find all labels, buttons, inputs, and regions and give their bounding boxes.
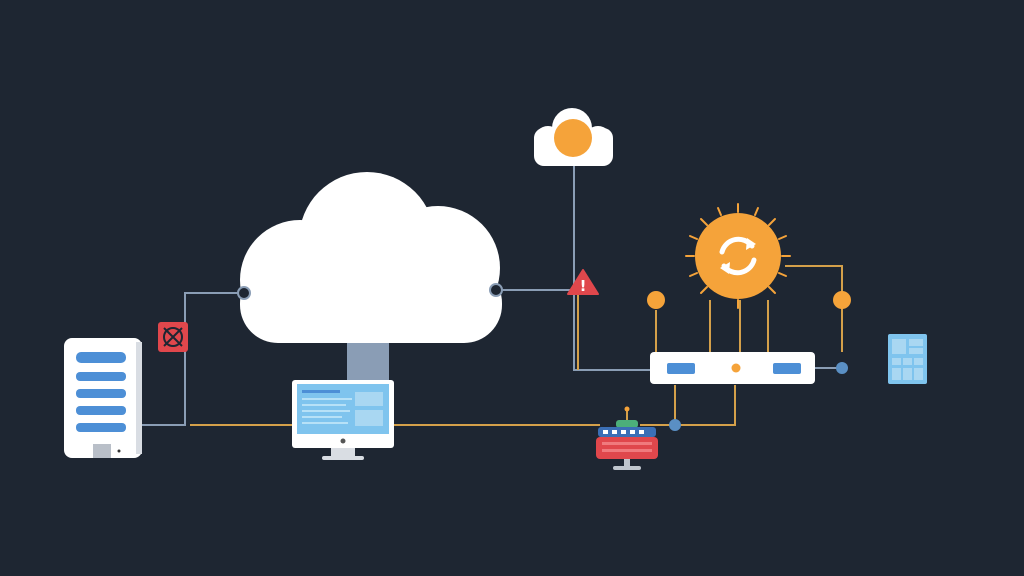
cloud-monitor-connector — [347, 343, 389, 381]
sync-gear-icon — [685, 203, 791, 309]
switch-port-node — [836, 362, 848, 374]
server-icon — [64, 338, 142, 458]
cloud-port-right — [489, 283, 503, 297]
warning-glyph: ! — [580, 277, 587, 295]
desktop-monitor-icon — [292, 380, 394, 460]
network-switch-icon — [650, 352, 815, 384]
router-link-node — [669, 419, 681, 431]
junction-node-left — [647, 291, 665, 309]
cloud-port-left — [237, 286, 251, 300]
warning-icon: ! — [567, 269, 599, 295]
link-switch-router — [640, 385, 676, 426]
cloud-icon — [240, 172, 502, 343]
junction-node-right — [833, 291, 851, 309]
cloud-sun-icon — [534, 108, 613, 166]
firewall-icon — [158, 322, 188, 352]
link-smallcloud-down — [573, 165, 650, 371]
grid-panel-icon — [888, 334, 927, 384]
link-switch-loop — [675, 385, 736, 426]
link-hub-right — [785, 265, 843, 352]
link-server-cloud — [142, 292, 240, 426]
router-icon — [596, 406, 658, 470]
